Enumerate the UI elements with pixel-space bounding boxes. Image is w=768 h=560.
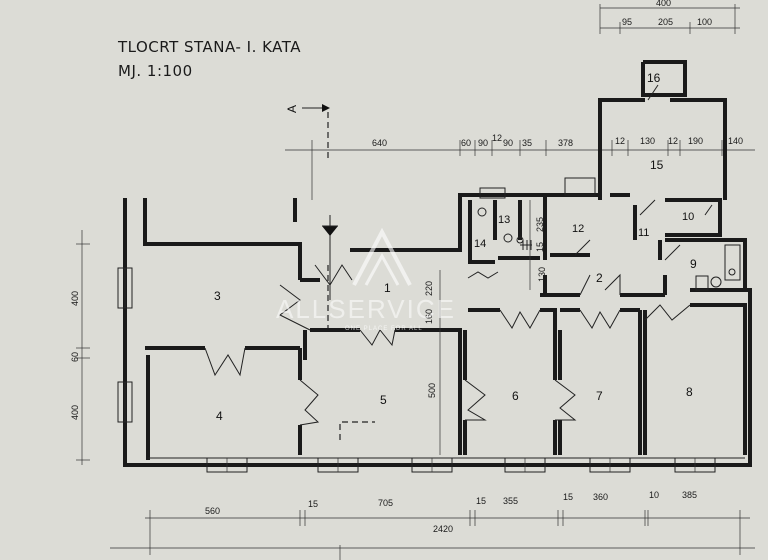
corner-dimensions: 400 95 205 100	[599, 0, 740, 34]
dim-100: 100	[697, 17, 712, 27]
room-8-label: 8	[686, 385, 693, 399]
inner-dimensions: 220 160 500 235 15 130	[424, 200, 547, 455]
room-12-label: 12	[572, 223, 584, 235]
dim-90b: 90	[503, 138, 513, 148]
room-4-label: 4	[216, 409, 223, 423]
dim-60-left: 60	[70, 352, 80, 362]
bottom-dimensions: 560 15 705 15 355 15 360 10 385 2420	[110, 490, 755, 560]
dim-360: 360	[593, 492, 608, 502]
dim-400-left-b: 400	[70, 405, 80, 420]
dim-15-b: 15	[476, 496, 486, 506]
dim-160: 160	[424, 309, 434, 324]
dim-385: 385	[682, 490, 697, 500]
plan-scale: MJ. 1:100	[118, 62, 193, 80]
inner-markers	[339, 240, 532, 440]
plan-title: TLOCRT STANA- I. KATA	[117, 38, 301, 56]
dim-95: 95	[622, 17, 632, 27]
sanitary-fixtures	[477, 207, 741, 291]
dim-90a: 90	[478, 138, 488, 148]
dim-140: 140	[728, 136, 743, 146]
dim-130-inner: 130	[537, 267, 547, 282]
room-1-label: 1	[384, 281, 391, 295]
dim-130: 130	[640, 136, 655, 146]
section-marker-a: A	[285, 104, 330, 330]
left-dimensions: 400 60 400	[70, 230, 90, 465]
dim-60: 60	[461, 138, 471, 148]
room-13-label: 13	[498, 214, 510, 226]
dim-190: 190	[688, 136, 703, 146]
dim-355: 355	[503, 496, 518, 506]
dim-235: 235	[535, 217, 545, 232]
dim-12a: 12	[492, 133, 502, 143]
room-labels: 1 2 3 4 5 6 7 8 9 10 11 12 13 14 15 16	[214, 71, 697, 423]
dim-2420: 2420	[433, 524, 453, 534]
dim-205: 205	[658, 17, 673, 27]
room-6-label: 6	[512, 389, 519, 403]
dim-15-a: 15	[308, 499, 318, 509]
room-3-label: 3	[214, 289, 221, 303]
dim-220: 220	[424, 281, 434, 296]
room-14-label: 14	[474, 238, 486, 250]
dim-15-c: 15	[563, 492, 573, 502]
walls	[123, 60, 752, 467]
dim-400-top: 400	[656, 0, 671, 8]
doors	[204, 84, 713, 426]
room-2-label: 2	[596, 271, 603, 285]
room-16-label: 16	[647, 71, 661, 85]
section-label: A	[285, 105, 299, 113]
dim-500: 500	[427, 383, 437, 398]
dim-640: 640	[372, 138, 387, 148]
entry-stair-arrow	[322, 215, 338, 300]
room-7-label: 7	[596, 389, 603, 403]
watermark: ALLSERVICE ONE PLACE FOR ALL	[276, 227, 456, 332]
watermark-tagline: ONE PLACE FOR ALL	[345, 326, 423, 332]
room-9-label: 9	[690, 257, 697, 271]
windows	[117, 177, 716, 473]
dim-35: 35	[522, 138, 532, 148]
dim-400-left-a: 400	[70, 291, 80, 306]
room-11-label: 11	[638, 227, 649, 239]
dim-12c: 12	[668, 136, 678, 146]
dim-378: 378	[558, 138, 573, 148]
dim-705: 705	[378, 498, 393, 508]
dim-15-inner: 15	[535, 242, 545, 252]
room-10-label: 10	[682, 211, 694, 223]
top-dimension-line: 640 60 90 12 90 35 378 12 130 12 190 140	[285, 133, 755, 200]
room-5-label: 5	[380, 393, 387, 407]
dim-10: 10	[649, 490, 659, 500]
dim-560: 560	[205, 506, 220, 516]
dim-12b: 12	[615, 136, 625, 146]
room-15-label: 15	[650, 158, 664, 172]
watermark-brand: ALLSERVICE	[276, 294, 456, 324]
